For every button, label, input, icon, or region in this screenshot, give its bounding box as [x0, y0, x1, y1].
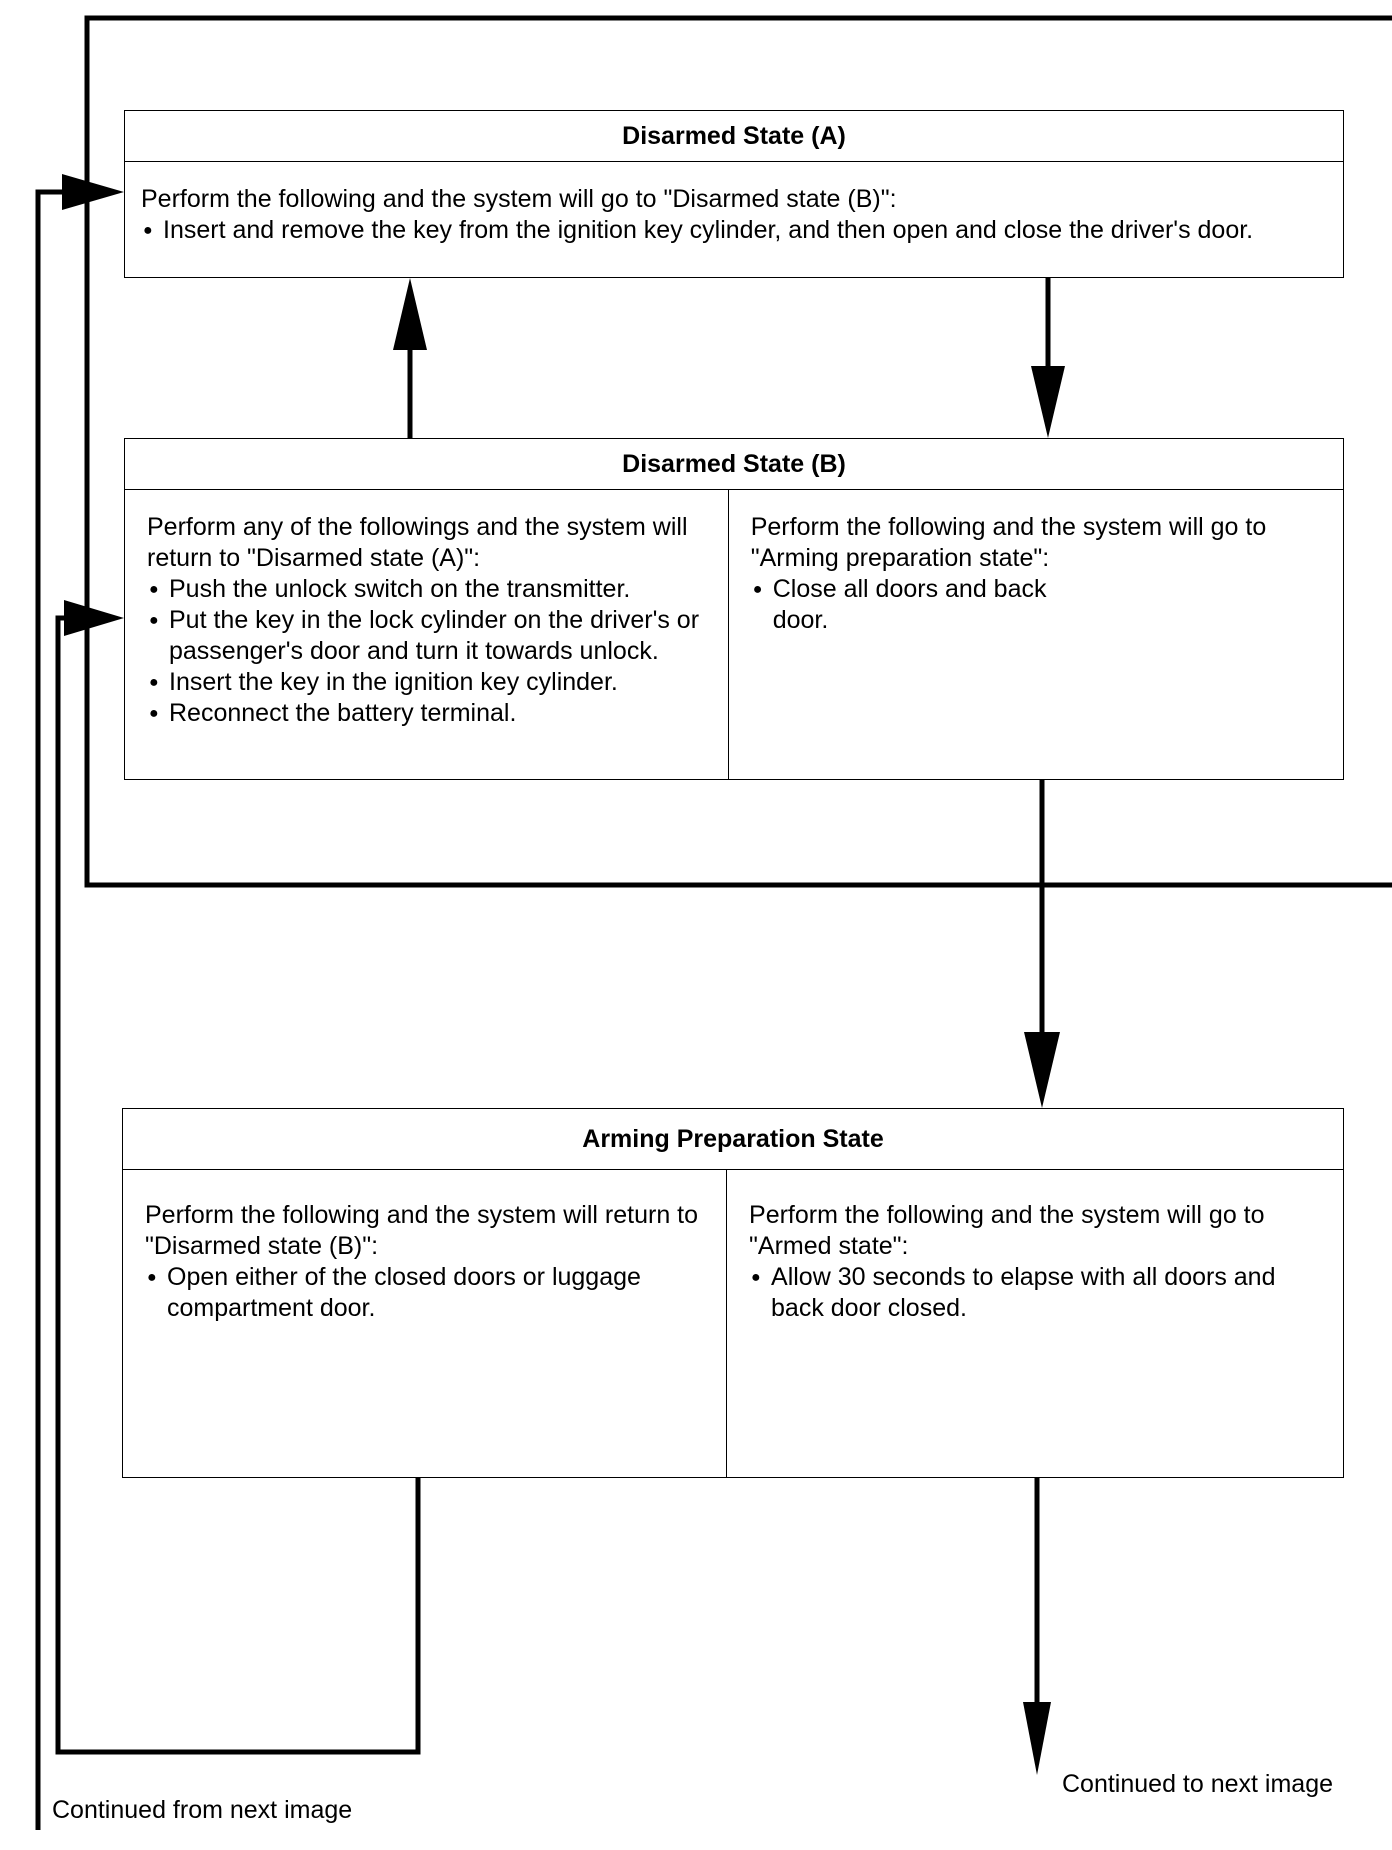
disarmed-state-a-bullet: Insert and remove the key from the ignit… [141, 215, 1333, 246]
disarmed-state-a-title: Disarmed State (A) [125, 111, 1343, 162]
arming-prep-left-list: Open either of the closed doors or lugga… [145, 1262, 708, 1324]
disarmed-state-b-left-intro: Perform any of the followings and the sy… [147, 513, 688, 572]
disarmed-state-a-body: Perform the following and the system wil… [125, 162, 1343, 246]
continued-from-next-caption: Continued from next image [52, 1796, 353, 1824]
arming-prep-left-cell: Perform the following and the system wil… [123, 1170, 726, 1478]
arming-prep-right-cell: Perform the following and the system wil… [726, 1170, 1343, 1478]
disarmed-state-b-right-list: Close all doors and back door. [751, 574, 1063, 636]
arming-prep-left-bullet: Open either of the closed doors or lugga… [145, 1262, 708, 1324]
arrowhead-b-to-prep [1024, 1032, 1060, 1108]
disarmed-state-b-right-cell: Perform the following and the system wil… [727, 490, 1343, 780]
disarmed-state-a-box: Disarmed State (A) Perform the following… [124, 110, 1344, 278]
arming-prep-right-intro: Perform the following and the system wil… [749, 1201, 1265, 1260]
disarmed-state-b-left-bullet: Put the key in the lock cylinder on the … [147, 605, 710, 667]
arming-preparation-state-box: Arming Preparation State Perform the fol… [122, 1108, 1344, 1478]
disarmed-state-b-left-bullet: Push the unlock switch on the transmitte… [147, 574, 710, 605]
disarmed-state-b-right-bullet: Close all doors and back door. [751, 574, 1063, 636]
arrowhead-a-to-b [1031, 366, 1065, 438]
disarmed-state-b-left-bullet: Insert the key in the ignition key cylin… [147, 667, 710, 698]
disarmed-state-a-list: Insert and remove the key from the ignit… [141, 215, 1333, 246]
arming-prep-right-bullet: Allow 30 seconds to elapse with all door… [749, 1262, 1325, 1324]
arrowhead-b-to-a [393, 278, 427, 350]
arrowhead-to-next [1023, 1702, 1051, 1775]
disarmed-state-b-box: Disarmed State (B) Perform any of the fo… [124, 438, 1344, 780]
arming-prep-right-list: Allow 30 seconds to elapse with all door… [749, 1262, 1325, 1324]
disarmed-state-b-right-intro: Perform the following and the system wil… [750, 513, 1267, 572]
arming-preparation-state-title: Arming Preparation State [123, 1109, 1343, 1170]
disarmed-group-frame [84, 15, 1392, 888]
arrowhead-into-b [64, 600, 124, 636]
disarmed-state-a-intro: Perform the following and the system wil… [141, 185, 897, 213]
arrowhead-into-a [62, 174, 124, 210]
disarmed-state-b-left-list: Push the unlock switch on the transmitte… [147, 574, 710, 729]
arming-prep-left-intro: Perform the following and the system wil… [145, 1201, 699, 1260]
disarmed-state-b-title: Disarmed State (B) [125, 439, 1343, 490]
disarmed-state-b-left-cell: Perform any of the followings and the sy… [125, 490, 728, 780]
continued-to-next-caption: Continued to next image [1062, 1770, 1334, 1798]
disarmed-state-b-left-bullet: Reconnect the battery terminal. [147, 698, 710, 729]
